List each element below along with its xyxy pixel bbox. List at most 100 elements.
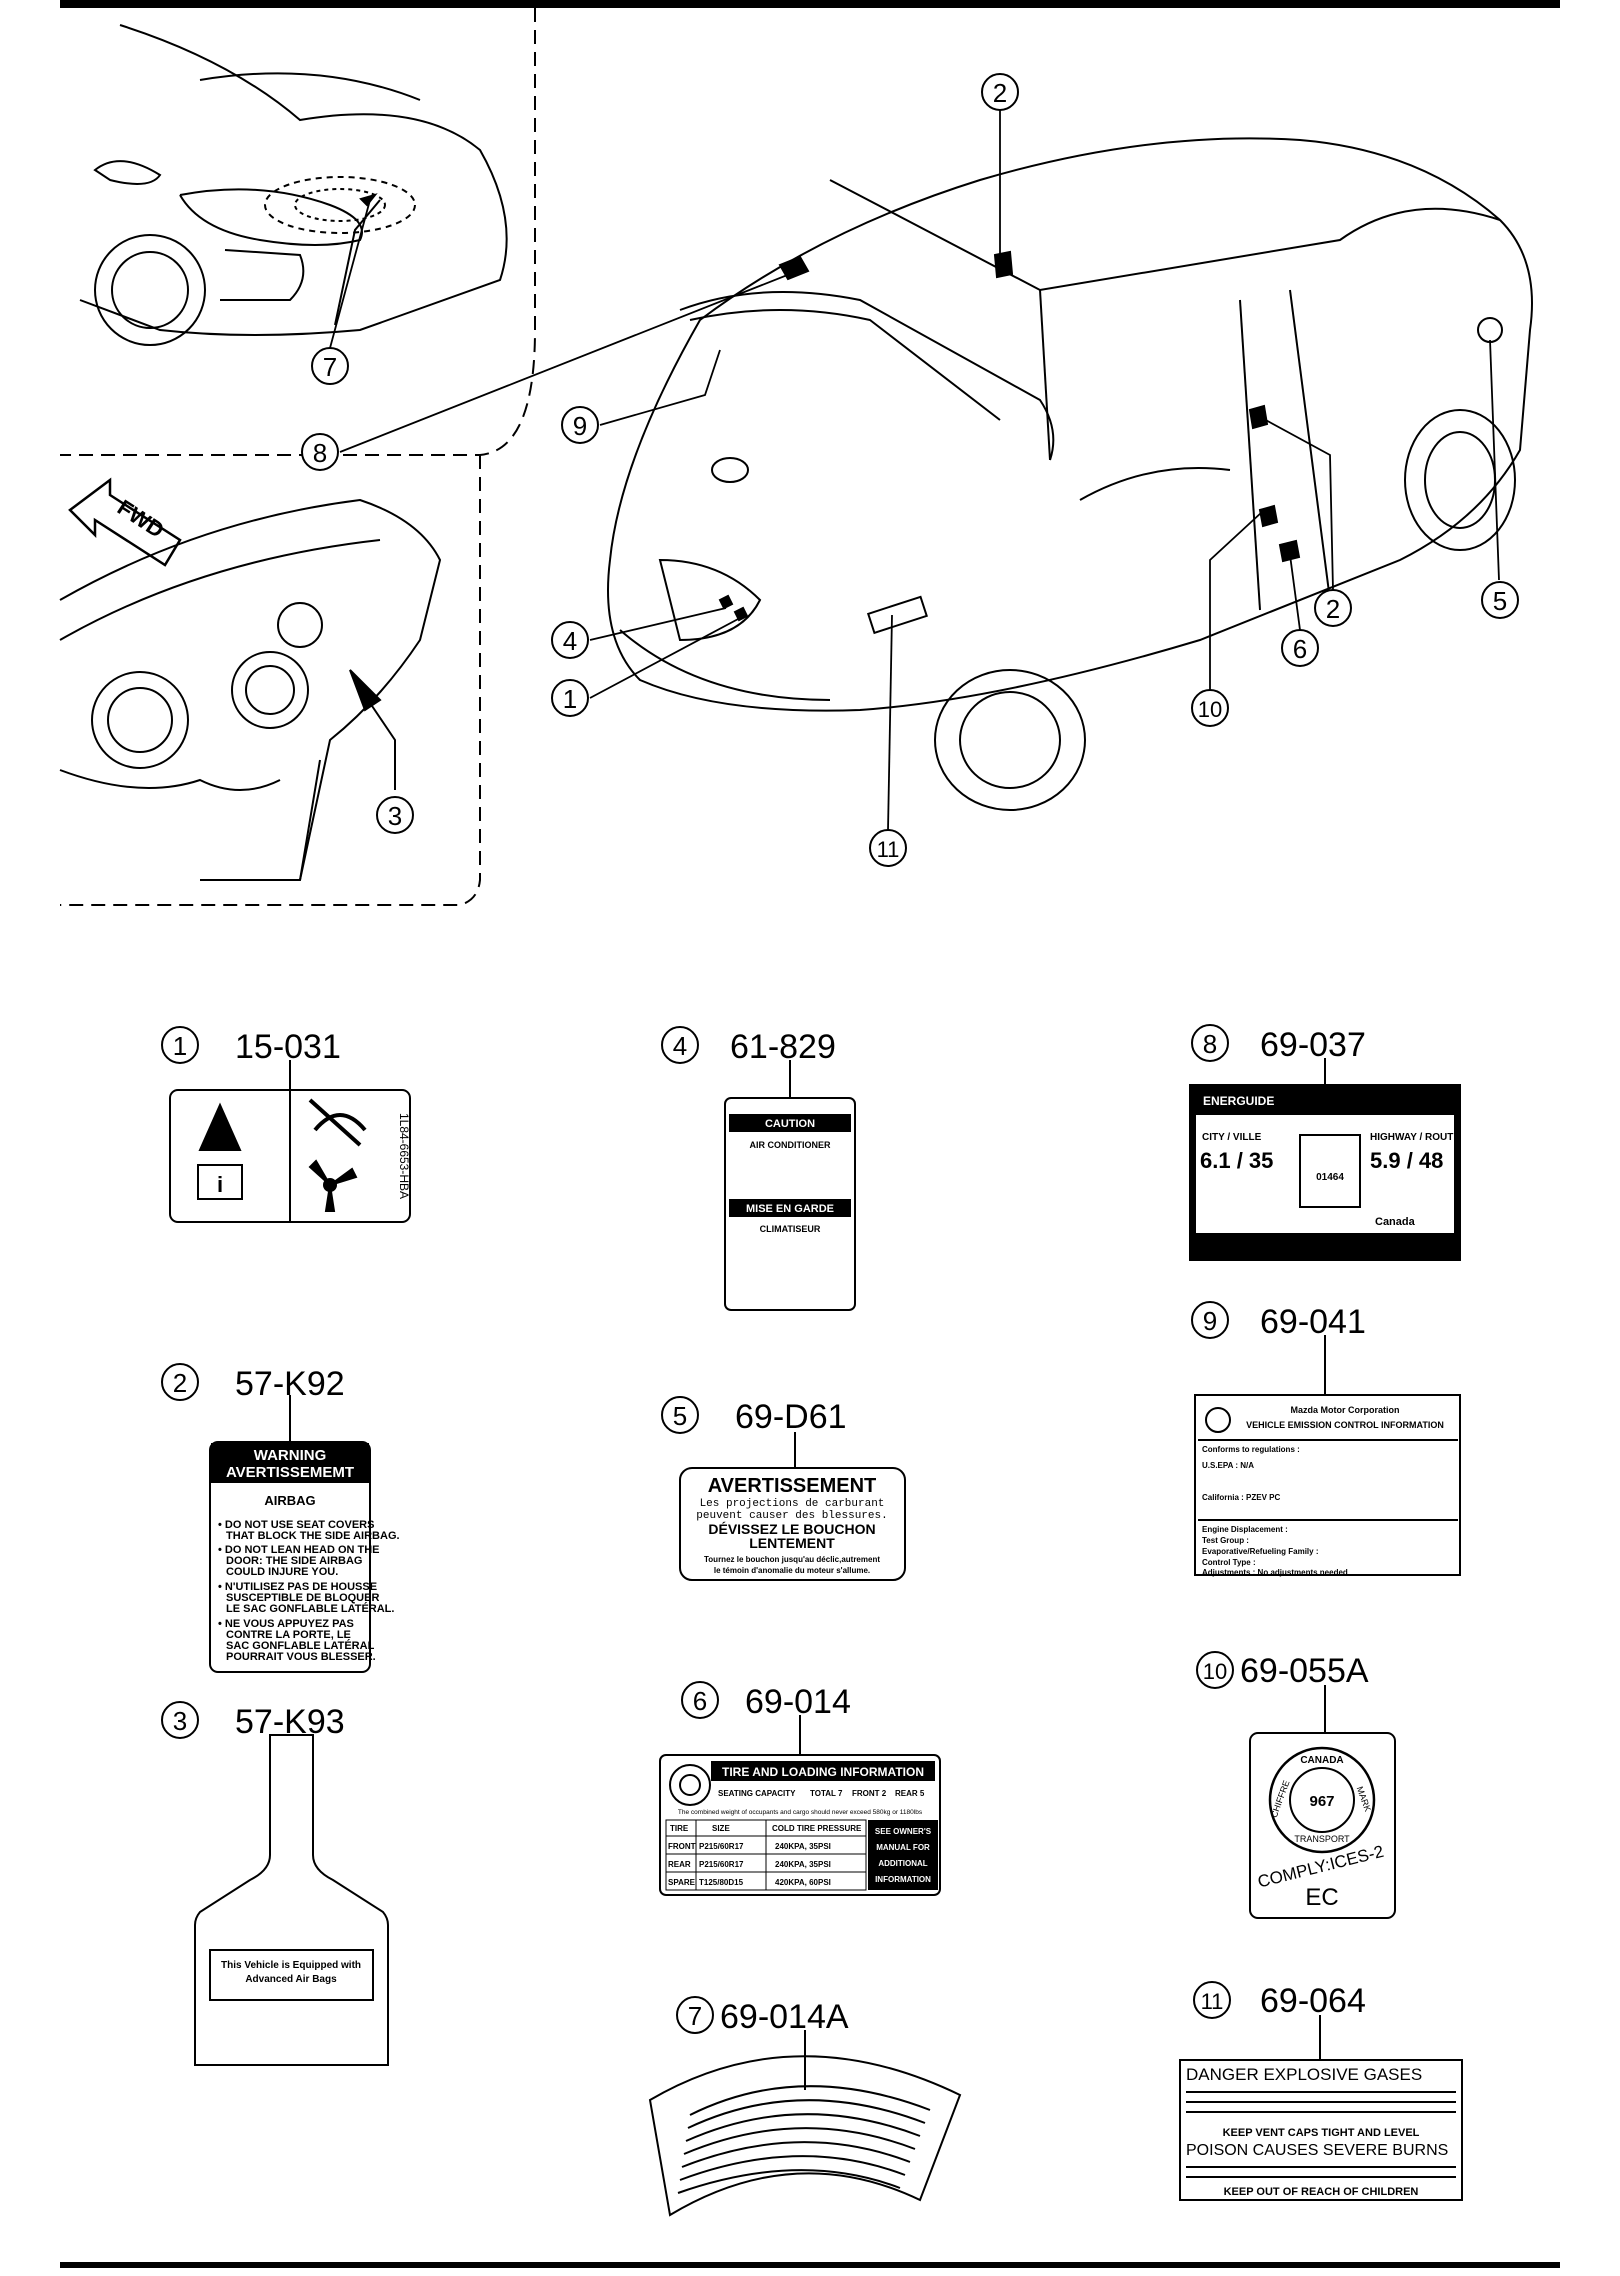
label-2-line: SAC GONFLABLE LATÉRAL — [226, 1639, 375, 1652]
label-3-line2: Advanced Air Bags — [245, 1974, 337, 1985]
label-8-hwy-label: HIGHWAY / ROUTE — [1370, 1132, 1460, 1143]
label-6-td: 420KPA, 60PSI — [775, 1878, 831, 1887]
label-7-part: 69-014A — [720, 1998, 849, 2036]
label-4-part: 61-829 — [730, 1028, 836, 1066]
label-2-num: 2 — [173, 1368, 187, 1398]
label-5-title: AVERTISSEMENT — [708, 1475, 877, 1497]
label-4-box — [724, 1097, 856, 1311]
rear-view-inset — [79, 24, 508, 346]
label-6-box — [659, 1754, 941, 1896]
label-9-row: Control Type : — [1202, 1558, 1256, 1567]
label-11-part: 69-064 — [1260, 1982, 1366, 2020]
label-8-brand: ENERGUIDE — [1203, 1094, 1274, 1108]
label-6-num: 6 — [693, 1686, 707, 1716]
callout-4: 4 — [563, 626, 577, 656]
label-9-row: California : PZEV PC — [1202, 1493, 1280, 1502]
label-5-line2: peuvent causer des blessures. — [696, 1510, 887, 1522]
label-10-transport: TRANSPORT — [1294, 1834, 1350, 1844]
label-4-num: 4 — [673, 1031, 687, 1061]
callout-circles — [301, 73, 1519, 867]
label-4-clim: CLIMATISEUR — [760, 1224, 821, 1234]
label-5-line1: Les projections de carburant — [700, 1498, 885, 1510]
label-9-num: 9 — [1203, 1306, 1217, 1336]
callout-11: 11 — [877, 837, 900, 862]
label-1-part: 15-031 — [235, 1028, 341, 1066]
label-10-ec: EC — [1305, 1884, 1338, 1911]
label-catalog: 1 2 3 4 5 6 7 8 9 10 11 15-031 57-K92 57… — [161, 1024, 1463, 2217]
label-8-num: 8 — [1203, 1029, 1217, 1059]
label-5-line5: Tournez le bouchon jusqu'au déclic,autre… — [704, 1555, 880, 1564]
label-6-td: 240KPA, 35PSI — [775, 1842, 831, 1851]
label-2-part: 57-K92 — [235, 1365, 345, 1403]
label-8-city: 6.1 / 35 — [1200, 1148, 1273, 1173]
bottom-rule — [60, 2262, 1560, 2268]
label-6-part: 69-014 — [745, 1683, 851, 1721]
label-2-line: CONTRE LA PORTE, LE — [226, 1629, 351, 1641]
separator-line — [60, 8, 536, 456]
callout-6: 6 — [1293, 634, 1307, 664]
label-2-airbag: AIRBAG — [264, 1493, 315, 1508]
label-11-line: KEEP VENT CAPS TIGHT AND LEVEL — [1223, 2127, 1420, 2139]
label-10-num: 10 — [1203, 1659, 1227, 1684]
leader-lines — [329, 110, 1500, 831]
label-10-part: 69-055A — [1240, 1652, 1369, 1690]
top-rule — [60, 0, 1560, 8]
label-2-line: • NE VOUS APPUYEZ PAS — [218, 1618, 354, 1630]
label-10-mark: MARK — [1355, 1785, 1373, 1813]
label-6-front: FRONT 2 — [852, 1789, 887, 1798]
label-2-line: • DO NOT USE SEAT COVERS — [218, 1519, 374, 1531]
label-2-warning: WARNING — [254, 1447, 327, 1464]
label-5-line6: le témoin d'anomalie du moteur s'allume. — [714, 1566, 870, 1575]
label-5-box — [679, 1467, 906, 1581]
label-2-line: SUSCEPTIBLE DE BLOQUER — [226, 1592, 379, 1604]
label-9-row: Evaporative/Refueling Family : — [1202, 1547, 1318, 1556]
label-6-seating: SEATING CAPACITY — [718, 1789, 796, 1798]
label-6-td: SPARE — [668, 1878, 696, 1887]
label-6-th: SIZE — [712, 1824, 730, 1833]
callout-2-top: 2 — [993, 78, 1007, 108]
callout-8: 8 — [313, 438, 327, 468]
label-2-line: LE SAC GONFLABLE LATÉRAL. — [226, 1602, 394, 1615]
label-2-line: • DO NOT LEAN HEAD ON THE — [218, 1544, 380, 1556]
label-9-row: Test Group : — [1202, 1536, 1249, 1545]
label-10-code: 967 — [1309, 1793, 1334, 1810]
label-5-part: 69-D61 — [735, 1398, 847, 1436]
label-9-title: VEHICLE EMISSION CONTROL INFORMATION — [1246, 1420, 1444, 1430]
main-car — [607, 137, 1533, 811]
label-11-fine-print — [1186, 2091, 1456, 2178]
label-6-th: TIRE — [670, 1824, 689, 1833]
label-2-line: DOOR: THE SIDE AIRBAG — [226, 1555, 363, 1567]
label-6-total: TOTAL 7 — [810, 1789, 843, 1798]
callout-9: 9 — [573, 411, 587, 441]
label-4-mise: MISE EN GARDE — [746, 1203, 834, 1215]
label-7-text-lines — [677, 2085, 931, 2194]
label-3-line1: This Vehicle is Equipped with — [221, 1960, 361, 1971]
label-1-side-code: 1L84-6653-HBA — [397, 1113, 411, 1199]
label-6-see: SEE OWNER'S — [875, 1827, 932, 1836]
label-6-td: P215/60R17 — [699, 1842, 744, 1851]
label-9-row: Engine Displacement : — [1202, 1525, 1288, 1534]
label-2-line: COULD INJURE YOU. — [226, 1566, 338, 1578]
label-2-box — [209, 1441, 371, 1673]
label-10-canada: CANADA — [1300, 1755, 1343, 1766]
label-2-line: POURRAIT VOUS BLESSER. — [226, 1651, 376, 1663]
label-6-rear: REAR 5 — [895, 1789, 925, 1798]
label-3-num: 3 — [173, 1706, 187, 1736]
label-6-td: 240KPA, 35PSI — [775, 1860, 831, 1869]
label-6-td: FRONT — [668, 1842, 696, 1851]
label-6-see: ADDITIONAL — [878, 1859, 927, 1868]
label-11-line: KEEP OUT OF REACH OF CHILDREN — [1224, 2186, 1419, 2198]
label-6-td: P215/60R17 — [699, 1860, 744, 1869]
label-6-note: The combined weight of occupants and car… — [678, 1809, 923, 1816]
label-6-see: MANUAL FOR — [876, 1843, 930, 1852]
label-9-part: 69-041 — [1260, 1303, 1366, 1341]
label-11-box — [1179, 2059, 1463, 2201]
label-3-part: 57-K93 — [235, 1703, 345, 1741]
label-9-row: Conforms to regulations : — [1202, 1445, 1300, 1454]
label-8-city-label: CITY / VILLE — [1202, 1132, 1262, 1143]
label-11-line: DANGER EXPLOSIVE GASES — [1186, 2065, 1422, 2084]
label-1-num: 1 — [173, 1031, 187, 1061]
label-11-num: 11 — [1201, 1989, 1224, 2014]
label-6-title: TIRE AND LOADING INFORMATION — [722, 1765, 924, 1779]
info-icon: i — [217, 1172, 223, 1197]
